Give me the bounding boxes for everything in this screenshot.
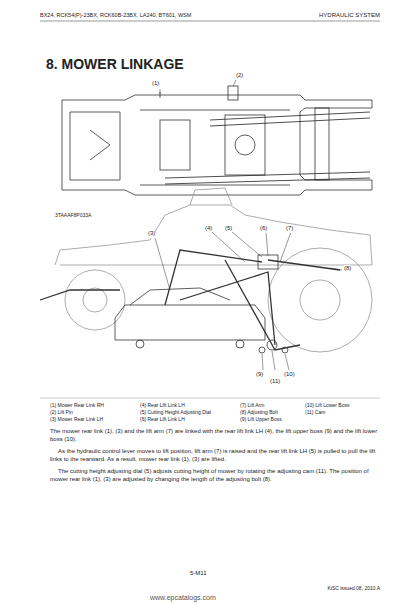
part-list-item: (9) Lift Upper Boss bbox=[240, 416, 300, 422]
callout-number: (1) bbox=[152, 80, 159, 88]
body-paragraph: The cutting height adjusting dial (5) ad… bbox=[50, 468, 380, 483]
body-paragraph: The mower rear link (1), (3) and the lif… bbox=[50, 428, 380, 443]
callout-number: (6) bbox=[260, 225, 267, 233]
part-list-item: (7) Lift Arm bbox=[240, 402, 300, 408]
callout-number: (2) bbox=[236, 72, 243, 80]
part-list-item: (10) Lift Lower Boss bbox=[305, 402, 380, 408]
part-list-item: (11) Cam bbox=[305, 409, 380, 415]
page-header: BX24, RCK54(P)-23BX, RCK60B-23BX, LA240,… bbox=[40, 12, 300, 19]
page-number: 5-M11 bbox=[190, 570, 207, 578]
part-list-item: (2) Lift Pin bbox=[50, 409, 140, 415]
part-list-item: (8) Adjusting Bolt bbox=[240, 409, 300, 415]
part-list-item: (6) Rear Lift Link LH bbox=[140, 416, 235, 422]
callout-number: (5) bbox=[225, 225, 232, 233]
callout-number: (4) bbox=[205, 225, 212, 233]
callout-number: (11) bbox=[270, 378, 280, 386]
figure-code: 3TAAAF8P033A bbox=[55, 212, 91, 218]
callout-number: (3) bbox=[148, 230, 155, 238]
watermark: www.epcatalogs.com bbox=[150, 594, 216, 603]
part-list-item: (4) Rear Lift Link LH bbox=[140, 402, 235, 408]
callout-number: (8) bbox=[344, 265, 351, 273]
part-list-item: (1) Mower Rear Link RH bbox=[50, 402, 140, 408]
section-header: HYDRAULIC SYSTEM bbox=[300, 12, 380, 20]
page-title: 8. MOWER LINKAGE bbox=[46, 56, 346, 74]
callout-number: (10) bbox=[284, 371, 295, 379]
part-list-item: (3) Mower Rear Link LH bbox=[50, 416, 140, 422]
callout-number: (7) bbox=[286, 225, 293, 233]
issue-note: KiSC issued 08, 2010 A bbox=[300, 585, 380, 591]
callout-number: (9) bbox=[256, 371, 263, 379]
part-list-item: (5) Cutting Height Adjusting Dial bbox=[140, 409, 235, 415]
body-paragraph: As the hydraulic control lever moves to … bbox=[50, 448, 380, 463]
